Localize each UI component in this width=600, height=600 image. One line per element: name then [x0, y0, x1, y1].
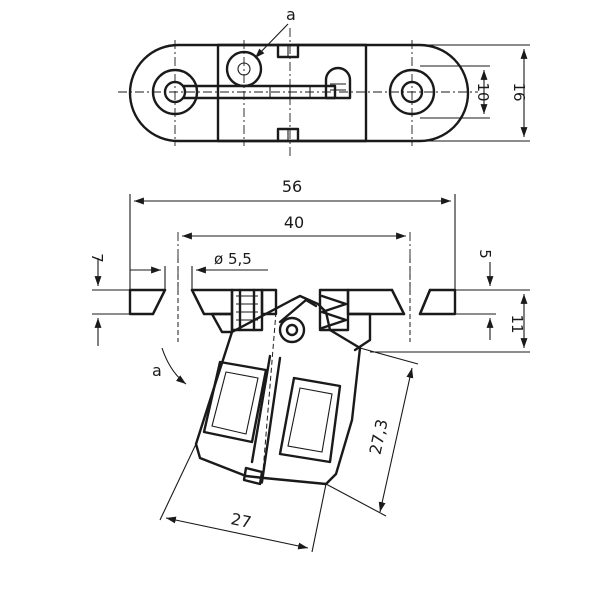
dim-hole-diameter: ø 5,5: [130, 250, 268, 290]
dim-56-label: 56: [282, 177, 302, 196]
clip-part: [194, 294, 362, 486]
clip-axis: [261, 311, 277, 485]
dim-27-label: 27: [229, 509, 253, 532]
dim-56: 56: [129, 177, 456, 290]
dim-16: 16: [420, 44, 530, 142]
front-view: 56 40 ø 5,5 7 5: [88, 177, 530, 553]
base-plate-section: [128, 288, 457, 352]
dim-40-label: 40: [284, 213, 304, 232]
front-callout-label: a: [152, 361, 162, 380]
dim-7: 7: [88, 253, 130, 346]
dim-11: 11: [370, 289, 530, 353]
dim-16-label: 16: [510, 82, 528, 101]
top-callout-leader: [254, 23, 289, 59]
dim-10-label: 10: [474, 82, 492, 101]
dim-5: 5: [455, 249, 496, 340]
dim-hole-diameter-label: ø 5,5: [214, 250, 252, 268]
top-view: a 10 16: [118, 5, 530, 156]
top-view-body: [128, 43, 470, 143]
dim-10: 10: [420, 65, 492, 119]
dim-40: 40: [182, 213, 406, 240]
front-callout-leader: [161, 347, 187, 385]
dim-5-label: 5: [476, 249, 494, 259]
dim-11-label: 11: [508, 314, 526, 333]
dim-27: 27: [159, 443, 327, 553]
dim-27-3-label: 27,3: [366, 417, 392, 456]
top-callout-label: a: [286, 5, 296, 24]
dim-7-label: 7: [88, 253, 106, 263]
dim-27-3: 27,3: [325, 347, 419, 517]
